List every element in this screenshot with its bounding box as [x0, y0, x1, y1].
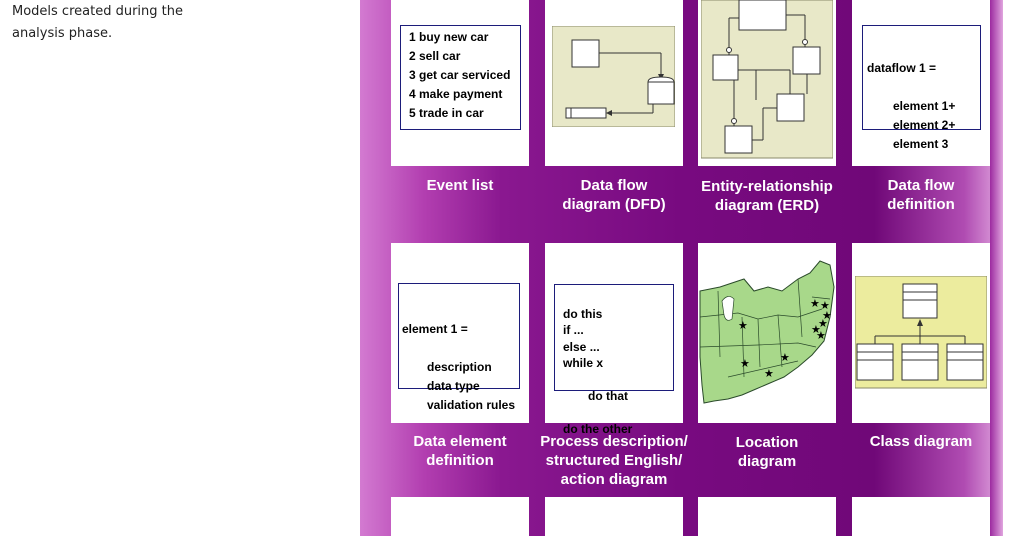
dataflow-definition-box: dataflow 1 = element 1+ element 2+ eleme…	[862, 25, 981, 151]
card-row3-4	[852, 497, 990, 536]
data-element-box: element 1 = description data type valida…	[398, 283, 520, 412]
card-erd	[698, 0, 836, 166]
panel-right-edge	[990, 0, 1003, 536]
dataflow-definition-head: dataflow 1 =	[867, 61, 937, 75]
erd-diagram	[701, 0, 833, 159]
caption: Models created during the analysis phase…	[12, 4, 183, 41]
card-data-element: element 1 = description data type valida…	[391, 243, 529, 423]
svg-text:★: ★	[822, 310, 832, 322]
svg-text:★: ★	[764, 368, 774, 380]
label-class-diagram: Class diagram	[869, 433, 973, 450]
card-class-diagram	[852, 243, 990, 423]
card-location: ★ ★ ★ ★ ★ ★ ★ ★ ★ ★	[698, 243, 836, 423]
svg-text:★: ★	[820, 300, 830, 312]
card-row3-2	[545, 497, 683, 536]
label-dataflow-definition: Data flow definition	[887, 177, 955, 213]
label-data-element: Data element definition	[413, 433, 507, 469]
svg-text:★: ★	[811, 324, 821, 336]
dfd-diagram	[552, 26, 675, 127]
svg-text:★: ★	[816, 330, 826, 342]
label-dfd: Data flow diagram (DFD)	[562, 177, 666, 213]
data-element-head: element 1 =	[402, 322, 468, 336]
label-erd: Entity-relationship diagram (ERD)	[701, 178, 833, 214]
card-row3-3	[698, 497, 836, 536]
class-diagram	[855, 276, 987, 389]
svg-text:★: ★	[818, 318, 828, 330]
card-process-description: do this if ... else ... while x do that …	[545, 243, 683, 436]
card-row3-1	[391, 497, 529, 536]
process-description-head: do this if ... else ... while x	[563, 306, 604, 371]
event-list-box: 1 buy new car 2 sell car 3 get car servi…	[400, 25, 521, 130]
data-element-body: description data type validation rules	[427, 360, 516, 412]
card-event-list: 1 buy new car 2 sell car 3 get car servi…	[391, 0, 529, 166]
location-map: ★ ★ ★ ★ ★ ★ ★ ★ ★ ★	[699, 260, 835, 404]
svg-text:★: ★	[740, 358, 750, 370]
label-process-description: Process description/ structured English/…	[540, 433, 688, 488]
svg-text:★: ★	[738, 320, 748, 332]
svg-text:★: ★	[780, 352, 790, 364]
card-dataflow-definition: dataflow 1 = element 1+ element 2+ eleme…	[852, 0, 990, 166]
process-description-tail: do the other	[563, 422, 633, 436]
process-description-box: do this if ... else ... while x do that …	[554, 284, 674, 436]
card-dfd	[545, 0, 683, 166]
label-event-list: Event list	[426, 177, 494, 194]
dataflow-definition-body: element 1+ element 2+ element 3	[893, 99, 956, 151]
svg-text:★: ★	[810, 298, 820, 310]
label-location: Location diagram	[735, 434, 799, 470]
process-description-indent: do that	[588, 389, 628, 403]
